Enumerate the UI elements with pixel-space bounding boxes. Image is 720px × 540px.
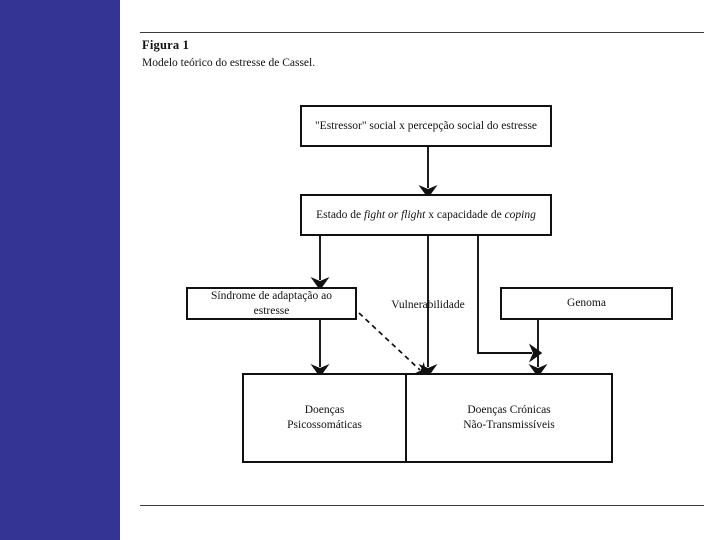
- node-doencas-cronicas[interactable]: Doenças Crónicas Não-Transmissíveis: [407, 375, 611, 461]
- node-genoma[interactable]: Genoma: [500, 287, 673, 320]
- edge-sindrome-to-cronicas-dashed: [358, 312, 427, 377]
- node-doencas-cronicas-label: Doenças Crónicas Não-Transmissíveis: [463, 404, 555, 431]
- text-estado-de: Estado de: [316, 208, 365, 221]
- node-fight-or-flight[interactable]: Estado de fight or flight x capacidade d…: [300, 194, 552, 236]
- flowchart-diagram: "Estressor" social x percepção social do…: [140, 28, 704, 510]
- text-fight-or-flight: fight or flight: [364, 208, 426, 221]
- node-estressor-label: "Estressor" social x percepção social do…: [314, 119, 538, 132]
- figure-subtitle: Modelo teórico do estresse de Cassel.: [142, 57, 316, 69]
- edge-fightflight-to-genoma: [477, 236, 543, 363]
- node-sindrome-label: Síndrome de adaptação ao estresse: [210, 289, 333, 317]
- node-vulnerabilidade-label: Vulnerabilidade: [391, 299, 465, 311]
- figure-panel: Figura 1 Modelo teórico do estresse de C…: [140, 28, 704, 510]
- node-doencas-psicossomaticas[interactable]: Doenças Psicossomáticas: [244, 375, 407, 461]
- text-x-capacidade-de: x capacidade de: [425, 208, 505, 221]
- node-sindrome-adaptacao[interactable]: Síndrome de adaptação ao estresse: [186, 287, 357, 320]
- node-doencas-psicossomaticas-label: Doenças Psicossomáticas: [287, 404, 362, 431]
- sidebar-color-band: [0, 0, 120, 540]
- node-fight-or-flight-label: Estado de fight or flight x capacidade d…: [308, 208, 544, 223]
- flowchart-edges: [310, 147, 548, 378]
- figure-label: Figura 1: [142, 38, 190, 52]
- node-vulnerabilidade: Vulnerabilidade: [385, 298, 471, 312]
- node-genoma-label: Genoma: [567, 297, 606, 309]
- node-doencas-group[interactable]: Doenças Psicossomáticas Doenças Crónicas…: [242, 373, 613, 463]
- figure-caption: Figura 1 Modelo teórico do estresse de C…: [142, 37, 562, 71]
- divider-bottom: [140, 505, 704, 506]
- node-estressor[interactable]: "Estressor" social x percepção social do…: [300, 105, 552, 147]
- text-coping: coping: [504, 208, 536, 221]
- divider-top: [140, 32, 704, 33]
